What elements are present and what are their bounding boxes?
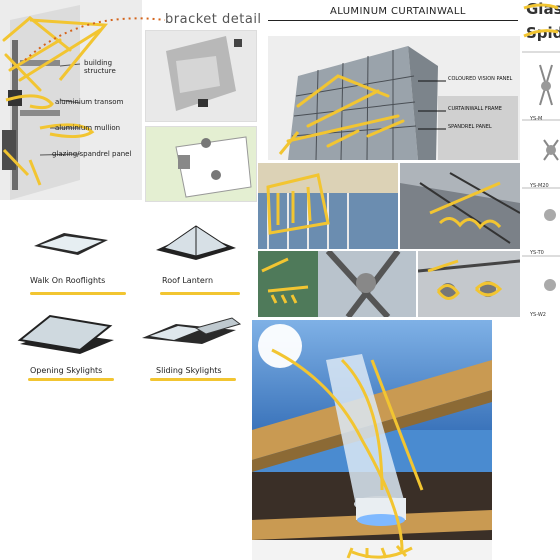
- photo-glass-canopy: [400, 163, 520, 249]
- highlight-walk-on: [30, 292, 126, 295]
- highlight-sliding: [150, 378, 236, 381]
- bracket-detail-title: bracket detail: [165, 12, 262, 27]
- opening-skylights-label: Opening Skylights: [30, 366, 103, 375]
- spider-code-4: YS-W2: [530, 312, 546, 318]
- label-coloured-vision-panel: COLOURED VISION PANEL: [448, 76, 513, 82]
- sliding-skylight-icon: [142, 317, 242, 344]
- spider-code-1: YS-M: [530, 116, 543, 122]
- dotted-leader-line: [24, 17, 166, 61]
- rooflight-walk-on: Walk On Rooflights: [24, 228, 114, 285]
- bracket-detail-image-1: [145, 30, 257, 122]
- roof-lantern-icon: [156, 225, 236, 260]
- photo-spider-fitting: [258, 251, 416, 317]
- label-curtainwall-frame: CURTAINWALL FRAME: [448, 106, 502, 112]
- glass-spider-column: Glas Spid YS-M YS-M20 YS-T0 YS-W2: [522, 0, 560, 320]
- label-glazing-spandrel: glazing/spandrel panel: [52, 150, 132, 158]
- highlight-opening: [28, 378, 114, 381]
- glass-spider-title-2: Spid: [526, 24, 560, 42]
- label-aluminium-mullion: aluminium mullion: [55, 124, 121, 132]
- bracket-detail-image-2: [145, 126, 257, 202]
- sliding-skylights-label: Sliding Skylights: [156, 366, 222, 375]
- label-spandrel-panel: SPANDREL PANEL: [448, 124, 492, 130]
- curtainwall-photo: COLOURED VISION PANEL CURTAINWALL FRAME …: [268, 36, 520, 160]
- section-drawing: [0, 0, 142, 200]
- rooflight-opening: Opening Skylights: [14, 310, 124, 380]
- photo-glass-entrance: [258, 163, 398, 249]
- curtainwall-title-underline: [268, 20, 518, 21]
- curtainwall-section-sketch: building structure aluminium transom alu…: [0, 0, 142, 200]
- label-aluminium-transom: aluminium transom: [55, 98, 124, 106]
- photo-spider-detail: [418, 251, 520, 317]
- opening-skylight-icon: [17, 314, 114, 354]
- spider-code-2: YS-M20: [530, 183, 549, 189]
- highlight-roof-lantern: [160, 292, 240, 295]
- roof-lantern-label: Roof Lantern: [162, 276, 214, 285]
- walk-on-rooflight-icon: [34, 233, 108, 255]
- label-building-structure: building structure: [84, 59, 116, 75]
- spider-code-3: YS-T0: [530, 250, 544, 256]
- light-tube-illustration: [252, 320, 492, 560]
- rooflight-sliding: Sliding Skylights: [136, 312, 246, 382]
- curtainwall-title: ALUMINUM CURTAINWALL: [330, 6, 466, 17]
- walk-on-rooflights-label: Walk On Rooflights: [30, 276, 106, 285]
- rooflight-roof-lantern: Roof Lantern: [146, 222, 246, 285]
